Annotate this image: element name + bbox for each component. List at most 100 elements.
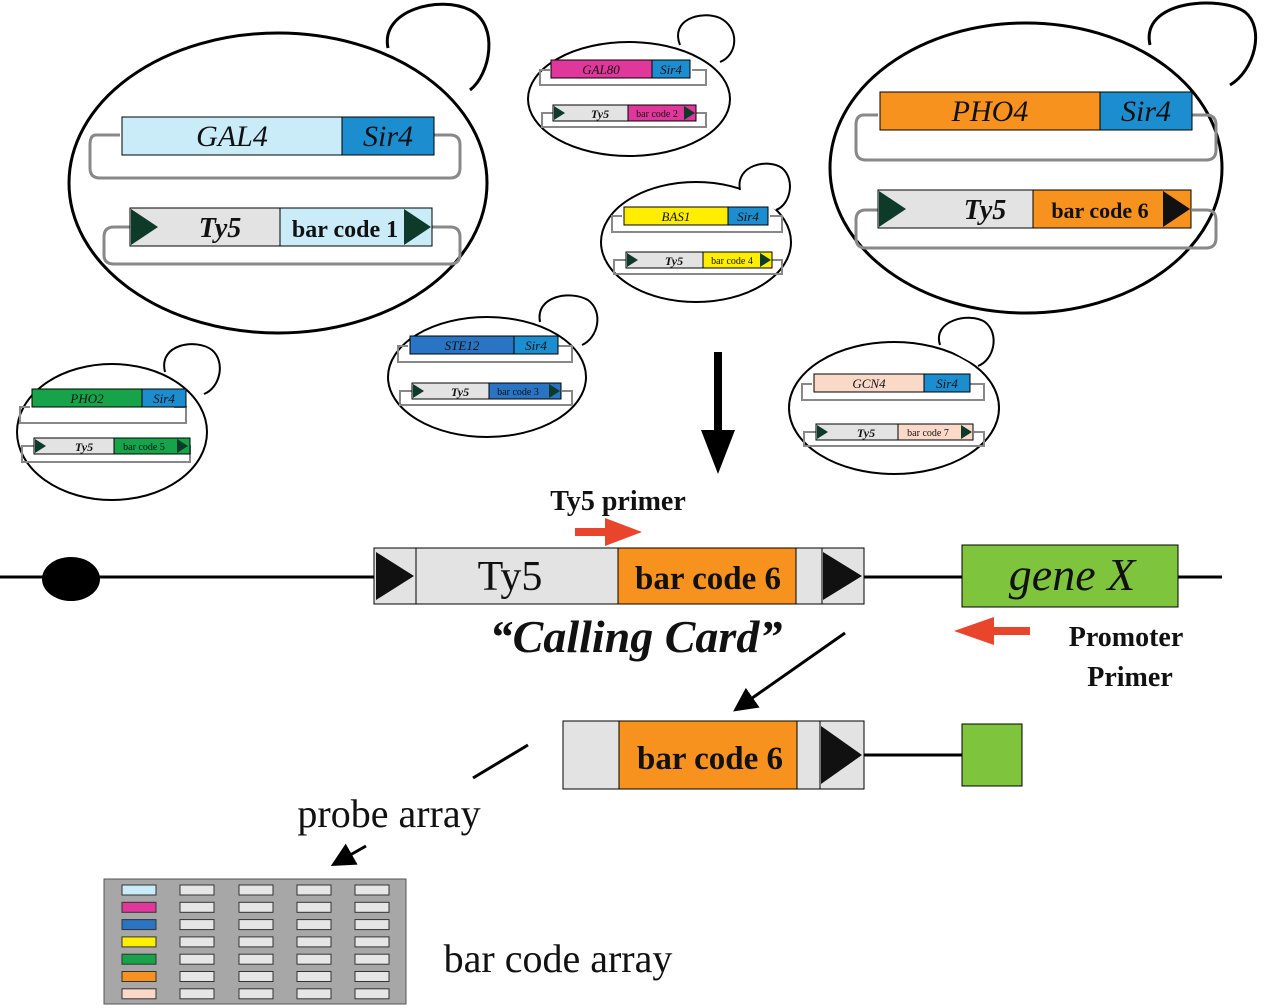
sir4-domain [341, 116, 435, 156]
ltr-arrow-icon [35, 439, 46, 453]
ltr-arrow-icon [823, 552, 862, 600]
array-well [296, 901, 332, 913]
chromosome: Ty5 primer Ty5 bar code 6 “Calling Card”… [0, 486, 1222, 693]
array-well [296, 936, 332, 948]
barcode-label: bar code 6 [637, 741, 783, 777]
sir4-label: Sir4 [153, 391, 175, 406]
pcr-product: bar code 6 [562, 720, 1023, 790]
pcr-arrow-icon [733, 631, 846, 712]
ltr-arrow-icon [549, 384, 560, 398]
ty5-label: Ty5 [75, 440, 93, 454]
array-well [238, 953, 274, 965]
gene-x-fragment [961, 723, 1023, 787]
yeast-cell-pho4: PHO4 Sir4 Ty5 bar code 6 [828, 1, 1258, 315]
array-well [354, 988, 390, 1000]
hybridization-line [472, 743, 529, 780]
ltr-arrow-icon [961, 425, 972, 439]
barcode-7-region [897, 423, 974, 441]
promoter-primer-arrow-icon [954, 617, 1030, 645]
ty5-label: Ty5 [478, 554, 543, 600]
ltr-arrow-icon [684, 106, 695, 120]
array-barcode-well [121, 884, 157, 896]
yeast-cell-bas1: BAS1 Sir4 Ty5 bar code 4 [600, 162, 792, 303]
pho4-fusion-domain [879, 91, 1101, 131]
ty5-label: Ty5 [451, 385, 469, 399]
ltr-arrow-icon [404, 209, 431, 245]
ty5-element [877, 189, 1034, 229]
array-well [238, 884, 274, 896]
ty5-label: Ty5 [665, 254, 683, 268]
barcode-label: bar code 7 [907, 428, 949, 439]
ty5-primer-arrow-icon [575, 518, 642, 546]
ltr-arrow-icon [627, 253, 638, 267]
ltr-arrow-icon [879, 191, 906, 227]
array-well [238, 936, 274, 948]
sir4-domain [923, 373, 971, 393]
promoter-primer-label-line1: Promoter [1069, 622, 1184, 653]
yeast-cell-pho2: PHO2 Sir4 Ty5 bar code 5 [16, 343, 221, 501]
barcode-label: bar code 1 [292, 217, 398, 243]
array-well [238, 971, 274, 982]
array-cells [121, 884, 390, 1000]
array-well [179, 884, 215, 896]
barcode-4-region [702, 251, 773, 269]
centromere [42, 557, 100, 601]
sir4-domain [727, 206, 769, 226]
probe-array-label: probe array [297, 791, 480, 836]
array-well [296, 988, 332, 1000]
array-well [179, 936, 215, 948]
bas1-label: BAS1 [662, 209, 691, 224]
barcode-label: bar code 5 [123, 442, 165, 453]
pho4-label: PHO4 [951, 95, 1029, 128]
array-well [179, 919, 215, 931]
sir4-label: Sir4 [525, 338, 547, 353]
array-barcode-well [121, 953, 157, 965]
gal4-fusion-domain [121, 116, 343, 156]
bar-code-array-label: bar code array [444, 936, 673, 981]
ltr-arrow-icon [554, 106, 565, 120]
ltr-arrow-icon [177, 439, 188, 453]
promoter-primer-label-line2: Primer [1087, 662, 1173, 693]
array-well [354, 919, 390, 931]
ltr-arrow-icon [817, 425, 828, 439]
array-well [296, 919, 332, 931]
gene-x-label: gene X [1009, 549, 1137, 600]
array-well [296, 971, 332, 982]
array-barcode-well [121, 901, 157, 913]
array-well [179, 901, 215, 913]
ltr-arrow-icon [1163, 191, 1190, 227]
ltr-arrow-icon [760, 253, 771, 267]
barcode-3-region [488, 382, 562, 400]
array-barcode-well [121, 971, 157, 982]
sir4-label: Sir4 [363, 120, 413, 153]
array-well [354, 953, 390, 965]
sir4-domain [1099, 91, 1193, 131]
array-barcode-well [121, 936, 157, 948]
ty5-label: Ty5 [591, 107, 609, 121]
yeast-cell-gal80: GAL80 Sir4 Ty5 bar code 2 [527, 14, 736, 157]
yeast-cell-ste12: STE12 Sir4 Ty5 bar code 3 [387, 294, 599, 438]
ty5-label: Ty5 [199, 213, 242, 244]
down-arrow-icon [701, 352, 735, 474]
barcode-2-region [627, 104, 697, 122]
sir4-label: Sir4 [1121, 95, 1171, 128]
ltr-arrow-icon [821, 726, 862, 784]
gal80-label: GAL80 [582, 62, 620, 77]
yeast-cell-gcn4: GCN4 Sir4 Ty5 bar code 7 [788, 316, 1000, 475]
calling-card-label: “Calling Card” [490, 611, 783, 662]
gcn4-label: GCN4 [852, 376, 886, 391]
ltr-arrow-icon [376, 552, 414, 600]
array-well [296, 953, 332, 965]
sir4-label: Sir4 [936, 376, 958, 391]
array-barcode-well [121, 988, 157, 1000]
array-barcode-well [121, 919, 157, 931]
barcode-label: bar code 6 [1051, 198, 1148, 223]
barcode-label: bar code 4 [711, 256, 753, 267]
gene-x-box [961, 544, 1179, 608]
sir4-domain [513, 335, 559, 355]
yeast-cell-gal4: GAL4 Sir4 Ty5 bar code 1 [67, 2, 491, 335]
array-well [179, 953, 215, 965]
pho2-label: PHO2 [69, 391, 104, 406]
array-well [238, 919, 274, 931]
